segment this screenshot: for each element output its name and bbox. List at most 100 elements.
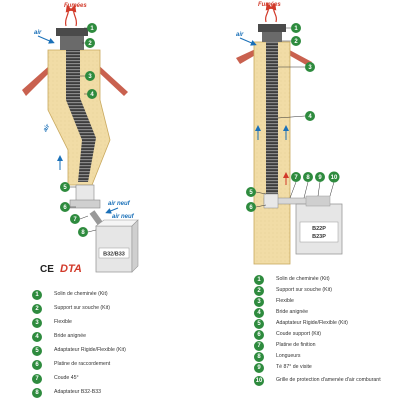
legend-number-badge: 3 bbox=[254, 297, 264, 307]
legend-number-badge: 5 bbox=[32, 346, 42, 356]
legend-text: Solin de cheminée (Kit) bbox=[276, 276, 330, 282]
left-flexible-liner bbox=[66, 48, 96, 182]
right-chimney-cap bbox=[258, 24, 286, 32]
legend-number-badge: 4 bbox=[254, 308, 264, 318]
right-marker-4: 4 bbox=[277, 111, 315, 121]
legend-number-badge: 3 bbox=[32, 318, 42, 328]
legend-number-badge: 1 bbox=[254, 275, 264, 285]
svg-text:2: 2 bbox=[294, 39, 298, 45]
ce-mark: CE bbox=[40, 264, 54, 275]
left-marker-4: 4 bbox=[84, 89, 97, 99]
svg-text:4: 4 bbox=[308, 114, 312, 120]
left-legend-item-3: 3 Flexible bbox=[32, 318, 72, 328]
legend-number-badge: 9 bbox=[254, 363, 264, 373]
svg-text:9: 9 bbox=[318, 175, 322, 181]
right-smoke-label: Fumées bbox=[258, 2, 281, 8]
left-legend: 1 Solin de cheminée (Kit) 2 Support sur so… bbox=[32, 290, 202, 400]
right-marker-3: 3 bbox=[278, 62, 315, 72]
legend-number-badge: 7 bbox=[254, 341, 264, 351]
svg-text:1: 1 bbox=[294, 26, 298, 32]
left-marker-1: 1 bbox=[84, 23, 97, 33]
legend-text: Bride anignée bbox=[276, 309, 309, 315]
legend-text: Support sur souche (Kit) bbox=[54, 305, 110, 311]
right-chimney-top bbox=[262, 32, 282, 42]
legend-text: Support sur souche (Kit) bbox=[276, 287, 332, 293]
legend-number-badge: 5 bbox=[254, 319, 264, 329]
legend-number-badge: 4 bbox=[32, 332, 42, 342]
left-appliance-label: B32/B33 bbox=[103, 252, 125, 258]
right-marker-9: 9 bbox=[315, 172, 325, 197]
legend-text: Adaptateur B32-B33 bbox=[54, 389, 102, 395]
right-legend-item-7: 7 Platine de finition bbox=[254, 341, 386, 351]
left-legend-item-2: 2 Support sur souche (Kit) bbox=[32, 304, 110, 314]
left-legend-item-1: 1 Solin de cheminée (Kit) bbox=[32, 290, 108, 300]
legend-number-badge: 8 bbox=[32, 388, 42, 398]
left-legend-item-5: 5 Adaptateur Rigide/Flexible (Kit) bbox=[32, 346, 126, 356]
legend-text: Flexible bbox=[276, 298, 294, 304]
left-air-neuf-label-2: air neuf bbox=[112, 214, 135, 220]
right-air-label-top: air bbox=[236, 32, 244, 38]
left-air-label-mid: air bbox=[43, 123, 52, 133]
left-legend-item-4: 4 Bride anignée bbox=[32, 332, 86, 342]
legend-number-badge: 6 bbox=[32, 360, 42, 370]
legend-text: Coude 45° bbox=[54, 375, 79, 381]
right-flexible-liner bbox=[266, 40, 278, 198]
right-marker-6: 6 bbox=[246, 202, 267, 212]
right-marker-2: 2 bbox=[282, 36, 301, 46]
right-appliance-label-2: B23P bbox=[312, 234, 326, 240]
legend-text: Té 87° de visite bbox=[276, 364, 312, 370]
legend-text: Grille de protection d'amenée d'air comb… bbox=[276, 377, 381, 383]
svg-text:5: 5 bbox=[249, 190, 253, 196]
right-appliance-label-1: B22P bbox=[312, 226, 326, 232]
left-marker-5: 5 bbox=[60, 182, 76, 192]
right-legend: 1 Solin de cheminée (Kit) 2 Support sur so… bbox=[254, 275, 394, 400]
svg-text:7: 7 bbox=[73, 217, 77, 223]
right-legend-item-2: 2 Support sur souche (Kit) bbox=[254, 286, 386, 296]
right-legend-item-1: 1 Solin de cheminée (Kit) bbox=[254, 275, 386, 285]
svg-text:3: 3 bbox=[88, 74, 92, 80]
right-legend-item-8: 8 Longueurs bbox=[254, 352, 386, 362]
left-air-label-top: air bbox=[34, 30, 42, 36]
left-smoke-label: Fumées bbox=[64, 3, 87, 9]
right-marker-1: 1 bbox=[286, 23, 301, 33]
legend-number-badge: 1 bbox=[32, 290, 42, 300]
legend-text: Coude support (Kit) bbox=[276, 331, 321, 337]
legend-text: Platine de finition bbox=[276, 342, 316, 348]
legend-number-badge: 6 bbox=[254, 330, 264, 340]
right-chimney-diagram: Fumées air B22P B23P 1 2 3 4 5 6 7 8 9 1… bbox=[236, 2, 343, 265]
legend-text: Longueurs bbox=[276, 353, 301, 359]
svg-text:7: 7 bbox=[294, 175, 298, 181]
legend-number-badge: 10 bbox=[254, 376, 264, 386]
legend-number-badge: 7 bbox=[32, 374, 42, 384]
dta-mark: DTA bbox=[60, 263, 82, 275]
left-marker-7: 7 bbox=[70, 214, 89, 224]
right-marker-7: 7 bbox=[289, 172, 301, 199]
legend-text: Bride anignée bbox=[54, 333, 87, 339]
svg-text:4: 4 bbox=[90, 92, 94, 98]
legend-number-badge: 2 bbox=[32, 304, 42, 314]
legend-number-badge: 2 bbox=[254, 286, 264, 296]
left-chimney-top bbox=[60, 36, 84, 50]
legend-text: Solin de cheminée (Kit) bbox=[54, 291, 108, 297]
legend-text: Platine de raccordement bbox=[54, 361, 111, 367]
legend-text: Flexible bbox=[54, 319, 72, 325]
left-marker-2: 2 bbox=[82, 38, 95, 48]
svg-text:10: 10 bbox=[331, 175, 338, 181]
right-legend-item-9: 9 Té 87° de visite bbox=[254, 363, 386, 373]
legend-text: Adaptateur Rigide/Flexible (Kit) bbox=[54, 347, 126, 353]
certification-marks: CE DTA bbox=[40, 263, 82, 275]
right-marker-10: 10 bbox=[328, 171, 340, 197]
right-legend-item-3: 3 Flexible bbox=[254, 297, 386, 307]
left-air-neuf-label-1: air neuf bbox=[108, 201, 131, 207]
svg-text:6: 6 bbox=[249, 205, 253, 211]
right-elbow-support bbox=[263, 193, 279, 209]
svg-text:8: 8 bbox=[306, 175, 310, 181]
right-legend-item-6: 6 Coude support (Kit) bbox=[254, 330, 386, 340]
right-marker-5: 5 bbox=[246, 187, 267, 197]
left-legend-item-7: 7 Coude 45° bbox=[32, 374, 79, 384]
legend-number-badge: 8 bbox=[254, 352, 264, 362]
left-marker-8: 8 bbox=[78, 227, 97, 237]
left-marker-6: 6 bbox=[60, 202, 76, 212]
svg-text:2: 2 bbox=[88, 41, 92, 47]
